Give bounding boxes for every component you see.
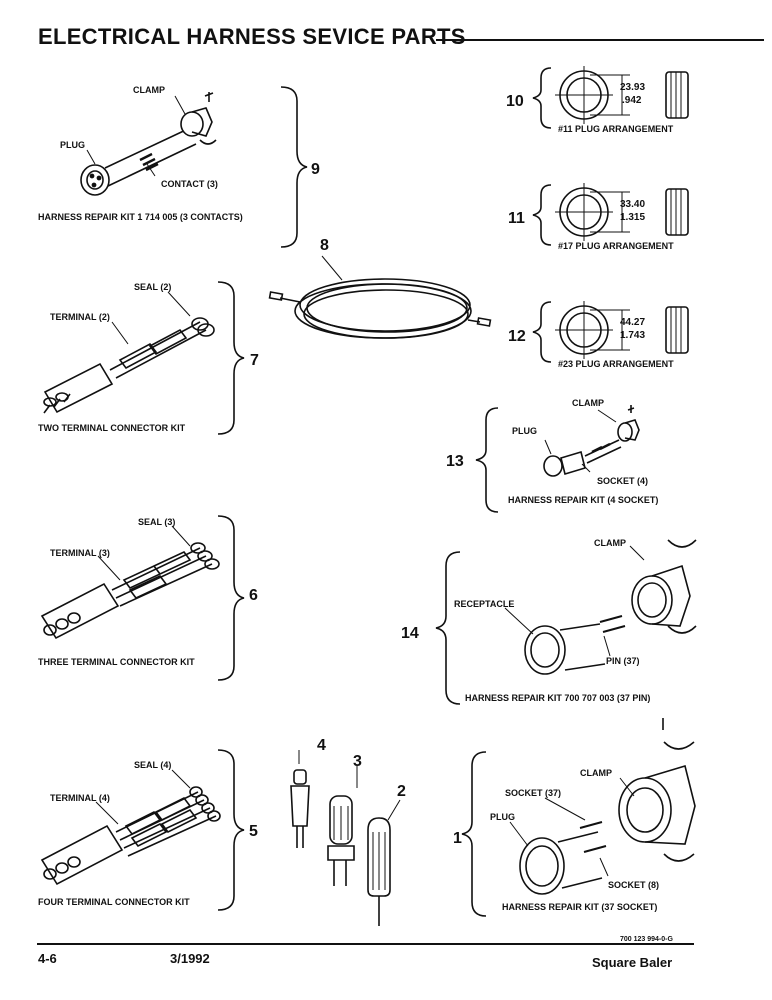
- connector-kit-3-terminal: [40, 542, 220, 640]
- label-socket37-1: SOCKET (37): [505, 788, 561, 798]
- caption-7: TWO TERMINAL CONNECTOR KIT: [38, 423, 186, 433]
- harness-kit-37-socket: [519, 718, 696, 895]
- connector-kit-4-terminal: [40, 786, 221, 886]
- label-clamp-14: CLAMP: [594, 538, 626, 548]
- label-seal-7: SEAL (2): [134, 282, 171, 292]
- brace-5: [217, 749, 245, 911]
- caption-9: HARNESS REPAIR KIT 1 714 005 (3 CONTACTS…: [38, 212, 243, 222]
- label-receptacle-14: RECEPTACLE: [454, 599, 514, 609]
- label-clamp-1: CLAMP: [580, 768, 612, 778]
- number-14: 14: [401, 625, 419, 642]
- number-9: 9: [311, 161, 320, 178]
- harness-kit-4-socket: [543, 405, 640, 477]
- page-title: ELECTRICAL HARNESS SEVICE PARTS: [38, 24, 466, 49]
- number-7: 7: [250, 352, 259, 369]
- label-plug-1: PLUG: [490, 812, 515, 822]
- caption-11: #17 PLUG ARRANGEMENT: [558, 241, 674, 251]
- brace-11: [532, 184, 552, 246]
- number-13: 13: [446, 453, 464, 470]
- number-2: 2: [397, 783, 406, 800]
- number-1: 1: [453, 830, 462, 847]
- number-4: 4: [317, 737, 326, 754]
- harness-kit-3-contact: [80, 92, 217, 196]
- dim-in-10: .942: [622, 95, 642, 106]
- dim-mm-10: 23.93: [620, 82, 645, 93]
- caption-10: #11 PLUG ARRANGEMENT: [558, 124, 674, 134]
- harness-kit-37-pin: [524, 539, 697, 675]
- page-date: 3/1992: [170, 951, 210, 966]
- label-contact-9: CONTACT (3): [161, 179, 218, 189]
- label-seal-5: SEAL (4): [134, 760, 171, 770]
- caption-12: #23 PLUG ARRANGEMENT: [558, 359, 674, 369]
- dim-in-11: 1.315: [620, 212, 645, 223]
- number-10: 10: [506, 93, 524, 110]
- dim-mm-11: 33.40: [620, 199, 645, 210]
- tool-3: [327, 795, 355, 886]
- title-rule: [436, 39, 764, 41]
- label-pin-14: PIN (37): [606, 656, 640, 666]
- number-12: 12: [508, 328, 526, 345]
- number-5: 5: [249, 823, 258, 840]
- wire-coil: [268, 278, 492, 339]
- label-seal-6: SEAL (3): [138, 517, 175, 527]
- caption-5: FOUR TERMINAL CONNECTOR KIT: [38, 897, 190, 907]
- label-clamp-13: CLAMP: [572, 398, 604, 408]
- dim-in-12: 1.743: [620, 330, 645, 341]
- label-terminal-6: TERMINAL (3): [50, 548, 110, 558]
- label-plug-9: PLUG: [60, 140, 85, 150]
- number-6: 6: [249, 587, 258, 604]
- plug-arrangement-11: [555, 66, 689, 124]
- brace-14: [435, 551, 461, 705]
- brace-6: [217, 515, 245, 681]
- brace-1: [461, 751, 487, 917]
- dim-mm-12: 44.27: [620, 317, 645, 328]
- caption-13: HARNESS REPAIR KIT (4 SOCKET): [508, 495, 658, 505]
- caption-6: THREE TERMINAL CONNECTOR KIT: [38, 657, 195, 667]
- caption-14: HARNESS REPAIR KIT 700 707 003 (37 PIN): [465, 693, 650, 703]
- brace-9: [280, 86, 308, 248]
- label-plug-13: PLUG: [512, 426, 537, 436]
- number-3: 3: [353, 753, 362, 770]
- label-terminal-7: TERMINAL (2): [50, 312, 110, 322]
- brace-13: [475, 407, 499, 513]
- number-11: 11: [508, 210, 525, 227]
- plug-arrangement-17: [555, 183, 689, 241]
- product-name: Square Baler: [592, 955, 673, 970]
- caption-1: HARNESS REPAIR KIT (37 SOCKET): [502, 902, 657, 912]
- footer-rule: [37, 943, 694, 945]
- brace-12: [532, 301, 552, 363]
- label-socket-13: SOCKET (4): [597, 476, 648, 486]
- footer-code: 700 123 994-0-G: [620, 936, 673, 943]
- page-number: 4-6: [38, 951, 57, 966]
- brace-7: [217, 281, 245, 435]
- number-8: 8: [320, 237, 329, 254]
- tool-4: [290, 769, 310, 848]
- tool-2: [367, 817, 391, 926]
- label-terminal-5: TERMINAL (4): [50, 793, 110, 803]
- brace-10: [532, 67, 552, 129]
- plug-arrangement-23: [555, 301, 689, 359]
- connector-kit-2-terminal: [43, 317, 215, 414]
- label-socket8-1: SOCKET (8): [608, 880, 659, 890]
- label-clamp-9: CLAMP: [133, 85, 165, 95]
